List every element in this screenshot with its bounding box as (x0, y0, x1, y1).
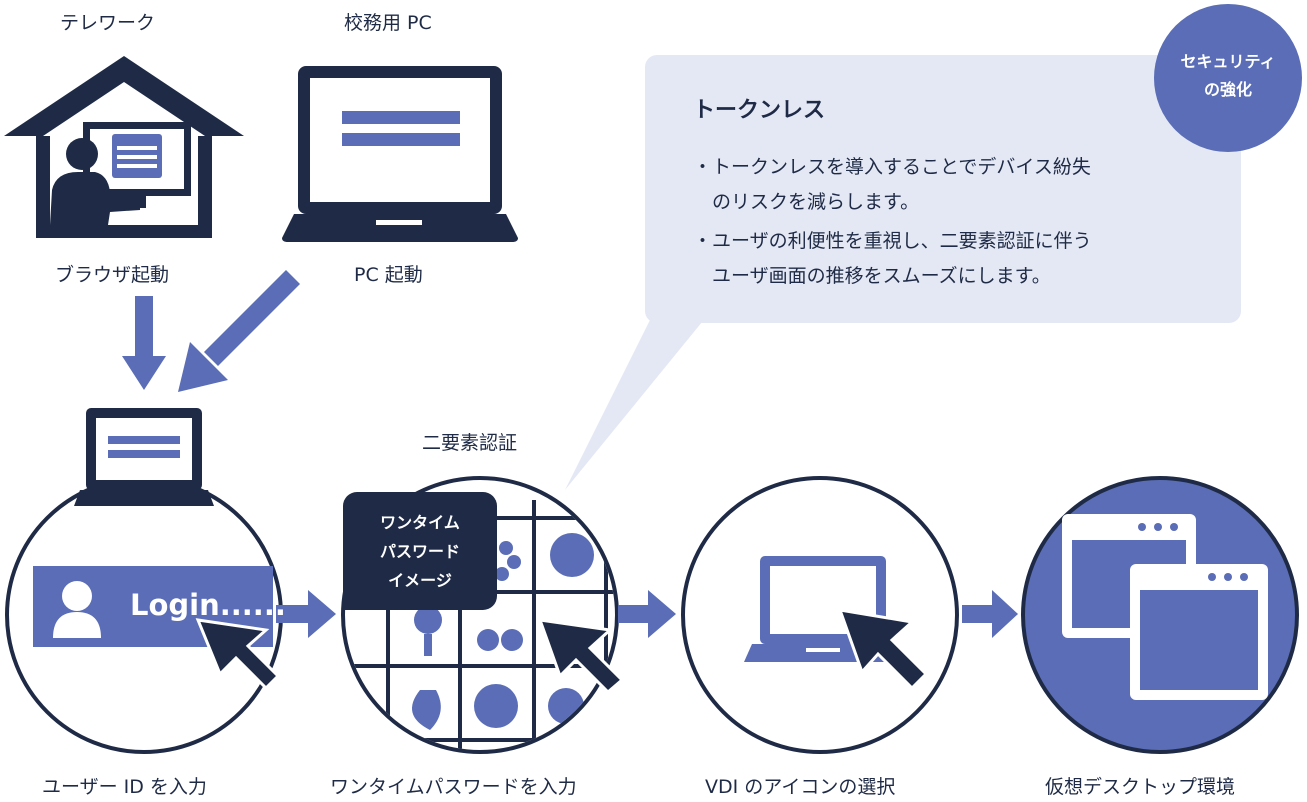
arrow-icon (992, 590, 1018, 638)
windows-icon (1062, 514, 1268, 700)
otp-tag-line-2: パスワード (379, 542, 460, 561)
label-school-pc: 校務用 PC (344, 12, 432, 34)
login-text: Login...... (130, 588, 286, 622)
vdi-circle (681, 476, 959, 754)
laptop-icon (282, 66, 518, 242)
desktop-circle (1021, 476, 1299, 754)
label-telework: テレワーク (60, 12, 156, 34)
label-pc-start: PC 起動 (354, 264, 423, 286)
label-two-factor: 二要素認証 (422, 432, 518, 454)
bullet-1-line-2: のリスクを減らします。 (712, 191, 920, 213)
badge-line-1: セキュリティ (1180, 52, 1276, 71)
label-step-4: 仮想デスクトップ環境 (1045, 776, 1236, 798)
arrow-icon (122, 270, 300, 392)
otp-image-tag: ワンタイム パスワード イメージ (343, 492, 497, 610)
speech-bubble (645, 55, 1241, 323)
label-step-3: VDI のアイコンの選択 (705, 776, 896, 798)
arrow-icon (618, 605, 650, 623)
bullet-2-line-1: ・ユーザの利便性を重視し、二要素認証に伴う (693, 230, 1092, 252)
cursor-icon (537, 618, 625, 695)
cursor-icon (195, 618, 281, 691)
arrow-icon (648, 590, 676, 638)
login-circle (5, 408, 283, 754)
arrow-icon (962, 605, 994, 623)
cursor-icon (837, 608, 929, 691)
bullet-1-line-1: ・トークンレスを導入することでデバイス紛失 (693, 156, 1091, 178)
label-step-1: ユーザー ID を入力 (42, 776, 207, 798)
badge-line-2: の強化 (1203, 80, 1252, 99)
otp-tag-line-1: ワンタイム (380, 513, 460, 532)
label-step-2: ワンタイムパスワードを入力 (330, 776, 577, 798)
user-icon (53, 581, 101, 638)
otp-tag-line-3: イメージ (388, 571, 452, 590)
bubble-title: トークンレス (693, 98, 826, 123)
arrow-icon (308, 590, 336, 638)
person-icon (50, 138, 140, 225)
security-badge: セキュリティ の強化 (1154, 4, 1302, 152)
arrow-icon (276, 605, 310, 623)
bullet-2-line-2: ユーザ画面の推移をスムーズにします。 (712, 265, 1051, 287)
label-browser-start: ブラウザ起動 (55, 264, 170, 286)
